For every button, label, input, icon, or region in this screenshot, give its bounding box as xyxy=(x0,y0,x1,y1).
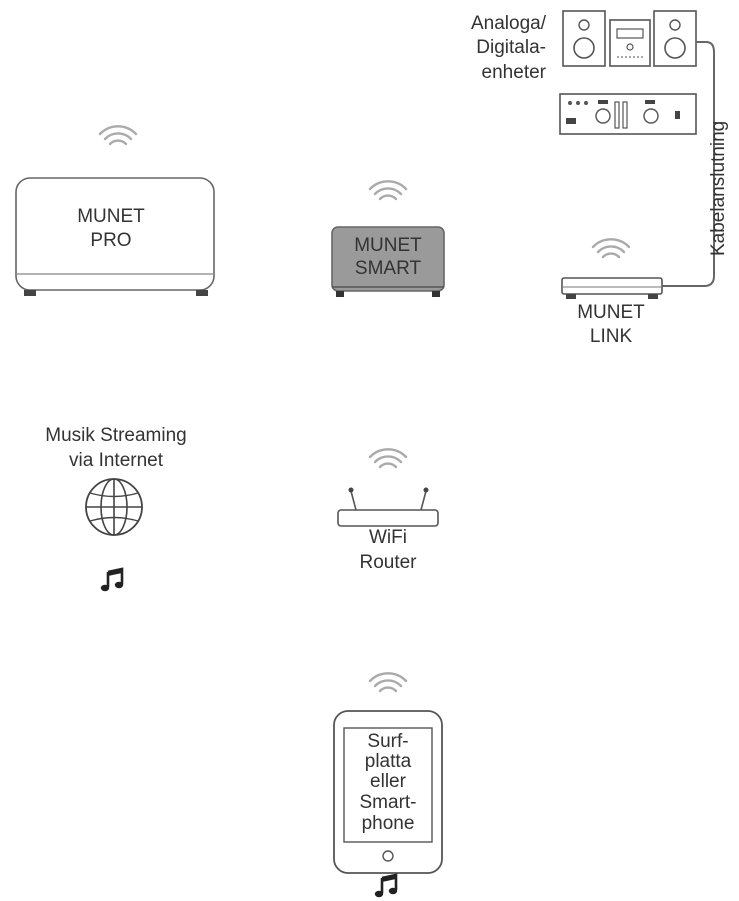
speaker-left-icon xyxy=(562,10,606,67)
analog-digital-label-3: enheter xyxy=(482,62,547,83)
munet-link-label-1: MUNET xyxy=(577,302,645,323)
router-label-1: WiFi xyxy=(369,527,407,548)
router-device: WiFi Router xyxy=(337,487,439,573)
analog-digital-label-2: Digitala- xyxy=(476,37,546,58)
streaming-label-2: via Internet xyxy=(69,450,164,471)
cable-label: Kabelanslutning xyxy=(708,121,729,256)
music-note-icon xyxy=(373,873,399,899)
globe-icon xyxy=(85,478,143,536)
tablet-label-3: eller xyxy=(370,771,407,792)
cable-line xyxy=(662,41,715,287)
amplifier-icon xyxy=(559,93,697,135)
wifi-icon xyxy=(98,125,138,146)
tablet-label-2: platta xyxy=(365,751,412,772)
munet-link-device: MUNET LINK xyxy=(561,277,663,347)
wifi-icon xyxy=(591,238,631,259)
munet-pro-device: MUNET PRO xyxy=(15,177,215,296)
tablet-label-1: Surf- xyxy=(367,731,408,752)
tablet-label-4: Smart- xyxy=(360,792,417,813)
music-note-icon xyxy=(99,567,125,593)
router-label-2: Router xyxy=(359,552,417,573)
munet-smart-device: MUNET SMART xyxy=(331,226,445,297)
stereo-unit-icon xyxy=(609,19,651,67)
wifi-icon xyxy=(368,180,408,201)
tablet-label-5: phone xyxy=(362,813,415,834)
munet-pro-label-1: MUNET xyxy=(77,206,145,227)
streaming-label-1: Musik Streaming xyxy=(45,425,187,446)
tablet-device: Surf- platta eller Smart- phone xyxy=(333,710,443,874)
munet-smart-label-1: MUNET xyxy=(354,235,422,256)
wifi-icon xyxy=(368,672,408,693)
analog-digital-label-1: Analoga/ xyxy=(471,13,547,34)
wifi-icon xyxy=(368,448,408,469)
munet-link-label-2: LINK xyxy=(590,326,633,347)
speaker-right-icon xyxy=(653,10,697,67)
munet-smart-label-2: SMART xyxy=(355,258,422,279)
munet-pro-label-2: PRO xyxy=(90,230,131,251)
